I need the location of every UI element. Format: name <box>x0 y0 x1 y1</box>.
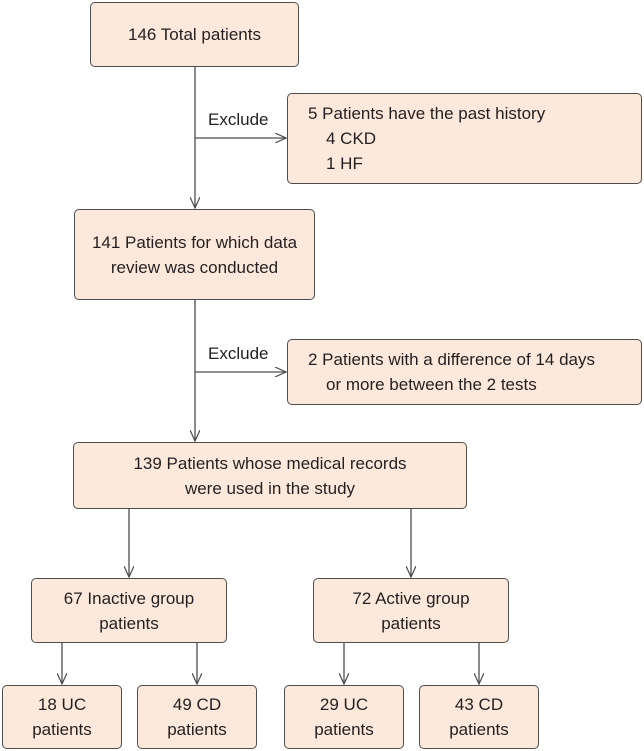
study-line-1: 139 Patients whose medical records <box>133 453 407 473</box>
total-patients-text: 146 Total patients <box>128 25 261 44</box>
study-line-2: were used in the study <box>184 478 356 498</box>
reviewed-line-2: review was conducted <box>110 257 279 277</box>
active-uc-line-1: 29 UC <box>319 695 369 714</box>
exclude-1-line-2: 4 CKD <box>326 129 377 148</box>
active-cd-line-1: 43 CD <box>454 695 504 714</box>
exclude-1-line-1: 5 Patients have the past history <box>308 104 546 123</box>
exclude-2-line-2: or more between the 2 tests <box>326 375 537 394</box>
exclude-2-line-1: 2 Patients with a difference of 14 days <box>308 350 595 369</box>
study-patients-box: 139 Patients whose medical records were … <box>73 442 467 509</box>
total-patients-box: 146 Total patients <box>90 2 299 67</box>
exclude-1-line-3: 1 HF <box>326 154 363 173</box>
exclude-box-2: 2 Patients with a difference of 14 days … <box>287 339 642 405</box>
inactive-group-box: 67 Inactive group patients <box>31 578 227 643</box>
exclude-label-2: Exclude <box>208 344 269 363</box>
exclude-label-1: Exclude <box>208 110 269 129</box>
active-cd-box: 43 CD patients <box>419 685 539 749</box>
inactive-uc-line-2: patients <box>32 720 92 739</box>
inactive-line-2: patients <box>99 613 159 633</box>
active-uc-line-2: patients <box>314 720 374 739</box>
inactive-cd-line-2: patients <box>167 720 227 739</box>
inactive-uc-box: 18 UC patients <box>2 685 122 749</box>
inactive-uc-line-1: 18 UC <box>37 695 87 714</box>
active-cd-line-2: patients <box>449 720 509 739</box>
exclude-box-1: 5 Patients have the past history 4 CKD 1… <box>287 93 642 184</box>
inactive-line-1: 67 Inactive group <box>63 588 195 608</box>
inactive-cd-line-1: 49 CD <box>172 695 222 714</box>
reviewed-patients-box: 141 Patients for which data review was c… <box>74 209 315 300</box>
active-line-1: 72 Active group <box>352 588 470 608</box>
inactive-cd-box: 49 CD patients <box>137 685 257 749</box>
active-line-2: patients <box>381 613 441 633</box>
active-uc-box: 29 UC patients <box>284 685 404 749</box>
reviewed-line-1: 141 Patients for which data <box>91 232 298 252</box>
active-group-box: 72 Active group patients <box>313 578 509 643</box>
